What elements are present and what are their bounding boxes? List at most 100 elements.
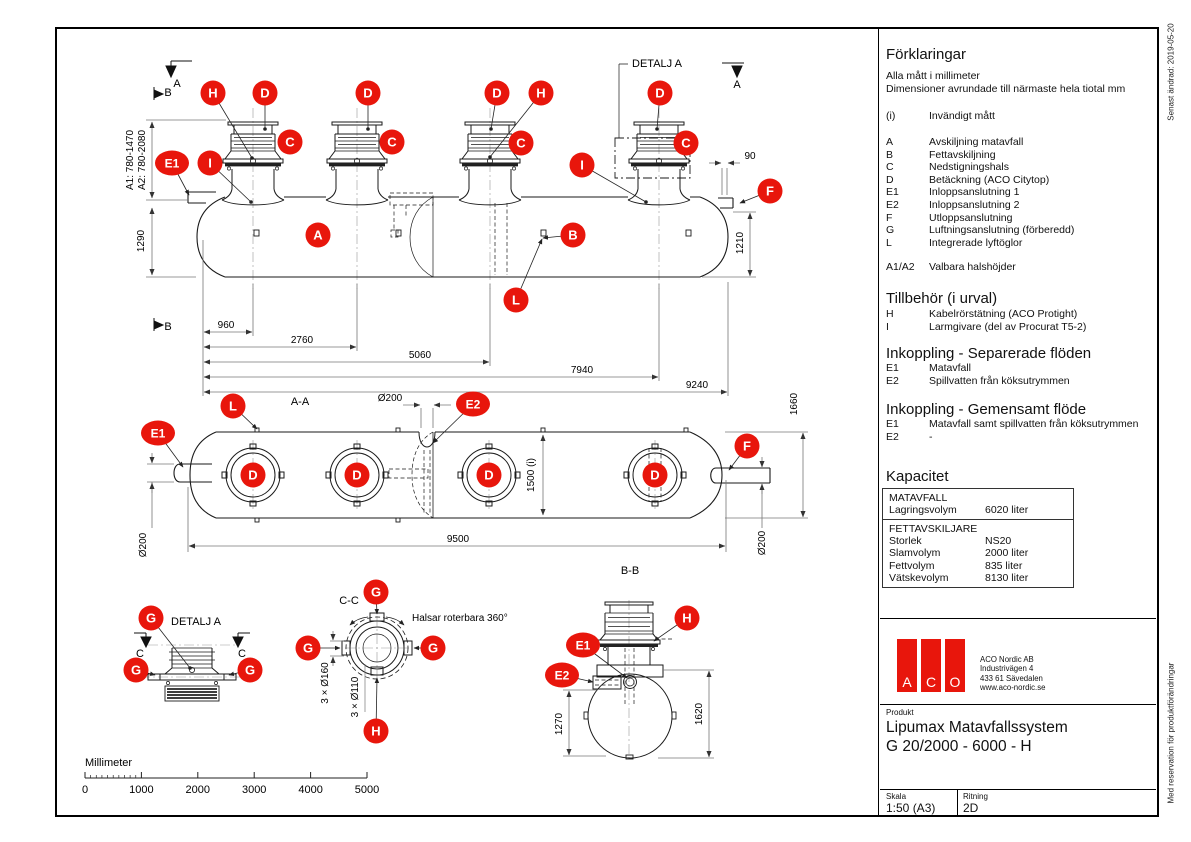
section-arrows: [134, 60, 744, 649]
drawing-type-cell: Ritning 2D: [957, 790, 1156, 816]
legend-subtitle-1: Alla mått i millimeter: [886, 70, 980, 82]
aco-logo-block-c: C: [921, 639, 941, 692]
scale-label: Skala: [886, 792, 907, 801]
badge-g: [237, 657, 263, 683]
company-address: ACO Nordic AB Industrivägen 4 433 61 Säv…: [980, 655, 1045, 692]
badge-e1: [141, 420, 175, 446]
dim-label: 3 × Ø160: [320, 662, 331, 704]
dim-label: C: [238, 648, 246, 660]
dim-label: Ø200: [757, 530, 768, 555]
leader-dot: [263, 127, 267, 131]
dim-label: Ø200: [138, 532, 149, 557]
accessories-title: Tillbehör (i urval): [886, 290, 998, 307]
scalebar-tick-label: 2000: [186, 784, 210, 796]
badge-letter: H: [536, 86, 545, 101]
badge-d: [344, 462, 370, 488]
badge-c: [508, 130, 534, 156]
badge-letter: E1: [151, 427, 166, 441]
badge-letter: D: [363, 86, 372, 101]
badge-d: [252, 80, 278, 106]
dim-label: 1290: [136, 229, 147, 252]
badge-letter: G: [303, 641, 313, 656]
badge-g: [363, 579, 389, 605]
last-modified-note: Senast ändrad: 2019-05-20: [1166, 23, 1176, 121]
badge-d: [642, 462, 668, 488]
dim-label: B-B: [621, 565, 639, 577]
badge-letter: C: [681, 136, 691, 151]
badge-c: [277, 129, 303, 155]
leader-dot: [488, 155, 492, 159]
leader-dot: [489, 127, 493, 131]
badge-letter: G: [245, 663, 255, 678]
badge-letter: E1: [576, 639, 591, 653]
dim-label: C-C: [339, 595, 359, 607]
badge-letter: E2: [555, 669, 570, 683]
scalebar-tick-label: 1000: [129, 784, 153, 796]
company-website: www.aco-nordic.se: [980, 682, 1046, 692]
scalebar-label: Millimeter: [85, 757, 132, 769]
badge-d: [647, 80, 673, 106]
dim-label: 9500: [447, 534, 470, 545]
title-block: A C O ACO Nordic AB Industrivägen 4 433 …: [880, 618, 1156, 816]
badge-d: [355, 80, 381, 106]
badge-i: [197, 150, 223, 176]
dim-label: C: [136, 648, 144, 660]
legend-title: Förklaringar: [886, 46, 967, 63]
connection-common-title: Inkoppling - Gemensamt flöde: [886, 401, 1087, 418]
product-name-line1: Lipumax Matavfallssystem: [886, 719, 1068, 736]
badge-letter: C: [516, 136, 526, 151]
product-name: Lipumax Matavfallssystem G 20/2000 - 600…: [886, 719, 1068, 756]
badge-g: [123, 657, 149, 683]
scalebar-tick-label: 4000: [298, 784, 322, 796]
dim-label: 2760: [291, 335, 314, 346]
badge-letter: G: [428, 641, 438, 656]
product-name-line2: G 20/2000 - 6000 - H: [886, 737, 1032, 755]
badge-h: [363, 718, 389, 744]
badge-d: [476, 462, 502, 488]
elevation-view: [187, 63, 734, 278]
dim-label: A-A: [291, 396, 310, 408]
badge-letter: C: [387, 135, 397, 150]
badge-e2: [545, 662, 579, 688]
badge-letter: D: [492, 86, 501, 101]
dim-label: A: [733, 79, 741, 91]
badge-a: [305, 222, 331, 248]
badge-letter: H: [682, 611, 691, 626]
capacity-title: Kapacitet: [886, 468, 949, 485]
badge-d: [240, 462, 266, 488]
badge-h: [674, 605, 700, 631]
dim-label: A: [173, 78, 181, 90]
badge-c: [673, 130, 699, 156]
dim-label: 5060: [409, 350, 432, 361]
badge-e1: [155, 150, 189, 176]
legend-subtitle-2: Dimensioner avrundade till närmaste hela…: [886, 83, 1126, 95]
scalebar-tick-label: 5000: [355, 784, 379, 796]
company-name: ACO Nordic AB: [980, 655, 1034, 664]
badge-f: [757, 178, 783, 204]
badge-g: [420, 635, 446, 661]
panel-divider: [878, 27, 879, 816]
badge-letter: F: [743, 439, 751, 454]
badge-l: [503, 287, 529, 313]
scalebar-tick-label: 0: [82, 784, 88, 796]
leader-dot: [655, 127, 659, 131]
badge-letter: D: [352, 468, 361, 483]
dim-label: A1: 780-1470: [125, 130, 136, 190]
leader-dot: [188, 666, 192, 670]
